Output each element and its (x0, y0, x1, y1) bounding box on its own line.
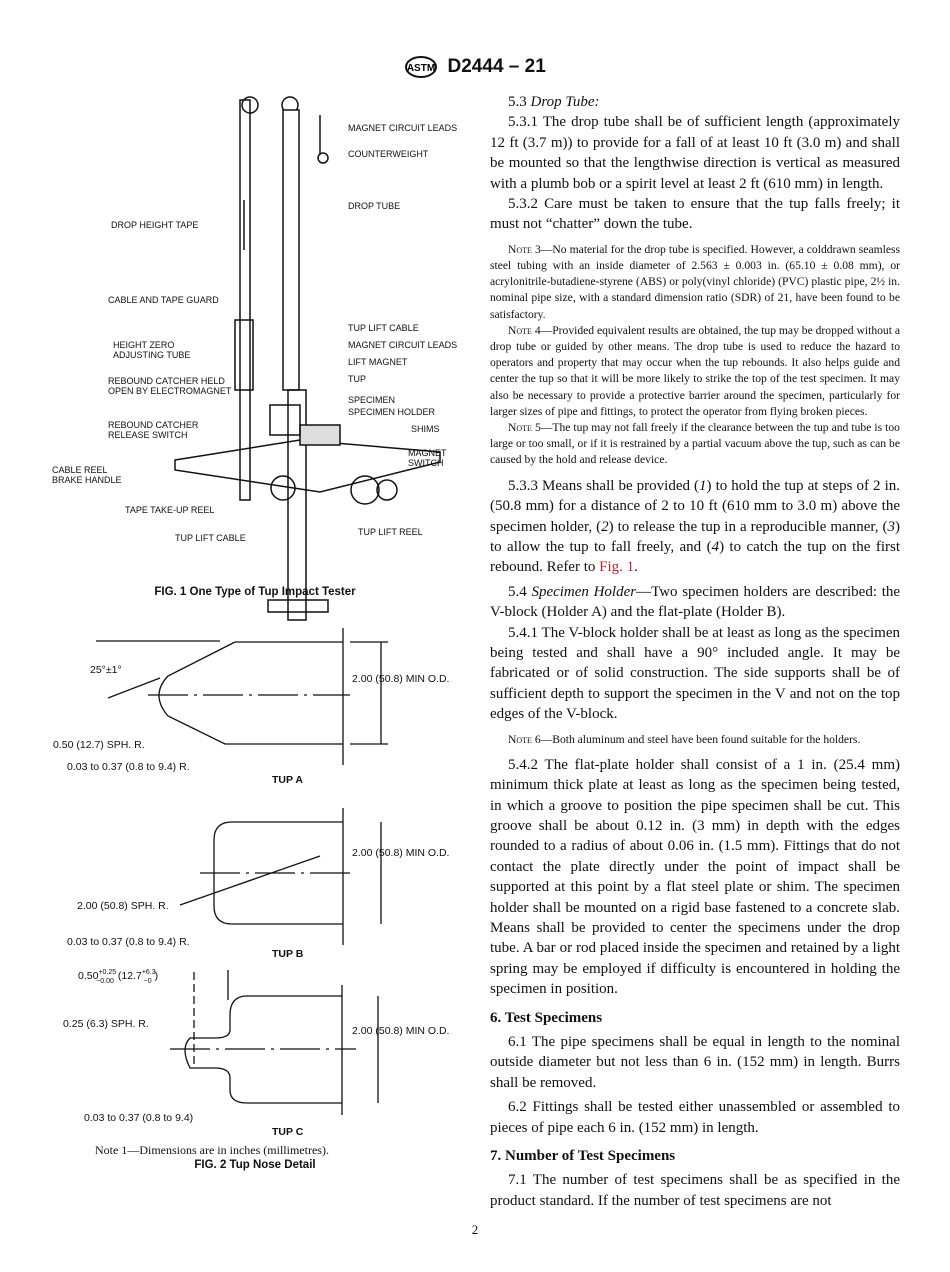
heading-7: 7. Number of Test Specimens (490, 1148, 676, 1165)
label: TUP LIFT REEL (358, 527, 423, 537)
label: SWITCH (408, 458, 444, 468)
note-6: Note 6—Both aluminum and steel have been… (508, 732, 861, 746)
label: ADJUSTING TUBE (113, 350, 190, 360)
tup-a-sph: 0.50 (12.7) SPH. R. (53, 739, 145, 751)
label: REBOUND CATCHER (108, 420, 199, 430)
tup-b-od: 2.00 (50.8) MIN O.D. (352, 847, 449, 859)
section-5-4-1: 5.4.1 The V-block holder shall be at lea… (490, 624, 900, 723)
label: SHIMS (411, 424, 440, 434)
tup-c-length: 0.50+0.25−0.00(12.7+6.3−0) (78, 969, 158, 985)
figure-1-caption: FIG. 1 One Type of Tup Impact Tester (154, 586, 356, 598)
tup-c-od: 2.00 (50.8) MIN O.D. (352, 1025, 449, 1037)
label: LIFT MAGNET (348, 357, 408, 367)
label: TUP LIFT CABLE (348, 323, 419, 333)
note-3: Note 3—No material for the drop tube is … (490, 242, 901, 321)
tup-b-drawing (179, 808, 382, 945)
section-5-4-2: 5.4.2 The flat-plate holder shall consis… (490, 756, 900, 998)
tup-a-name: TUP A (272, 774, 303, 786)
label: REBOUND CATCHER HELD (108, 376, 225, 386)
svg-text:ASTM: ASTM (407, 63, 435, 74)
tup-c-drawing (170, 970, 379, 1115)
label: DROP HEIGHT TAPE (111, 220, 198, 230)
tup-b-sph: 2.00 (50.8) SPH. R. (77, 900, 169, 912)
section-6-1: 6.1 The pipe specimens shall be equal in… (490, 1034, 900, 1091)
astm-logo: ASTM (405, 56, 438, 78)
heading-6: 6. Test Specimens (490, 1009, 603, 1026)
figure-2-note: Note 1—Dimensions are in inches (millime… (95, 1143, 329, 1157)
section-5-3: 5.3 Drop Tube: (508, 94, 600, 110)
label: COUNTERWEIGHT (348, 149, 429, 159)
label: CABLE REEL (52, 465, 108, 475)
label: MAGNET CIRCUIT LEADS (348, 340, 457, 350)
label: MAGNET (408, 448, 447, 458)
tup-b-radius: 0.03 to 0.37 (0.8 to 9.4) R. (67, 936, 190, 948)
note-4: Note 4—Provided equivalent results are o… (490, 323, 900, 418)
section-5-3-2: 5.3.2 Care must be taken to ensure that … (490, 196, 900, 233)
figure-2-caption: FIG. 2 Tup Nose Detail (194, 1159, 316, 1171)
tup-a-od: 2.00 (50.8) MIN O.D. (352, 673, 449, 685)
tup-a-drawing (96, 628, 388, 765)
tup-c-radius: 0.03 to 0.37 (0.8 to 9.4) (84, 1112, 193, 1124)
tup-b-name: TUP B (272, 948, 304, 960)
label: TAPE TAKE-UP REEL (125, 505, 214, 515)
label: TUP LIFT CABLE (175, 533, 246, 543)
page-number: 2 (471, 1222, 479, 1237)
figure-1-labels: MAGNET CIRCUIT LEADS COUNTERWEIGHT DROP … (52, 123, 457, 543)
label: TUP (348, 374, 366, 384)
section-7-1: 7.1 The number of test specimens shall b… (490, 1172, 900, 1209)
figure-1-drawing (174, 96, 441, 621)
section-5-4: 5.4 Specimen Holder—Two specimen holders… (490, 583, 901, 621)
fig-1-link[interactable]: Fig. 1 (599, 559, 635, 576)
label: RELEASE SWITCH (108, 430, 188, 440)
label: CABLE AND TAPE GUARD (108, 295, 219, 305)
label: MAGNET CIRCUIT LEADS (348, 123, 457, 133)
right-column: 5.3 Drop Tube: 5.3.1 The drop tube shall… (490, 92, 900, 1211)
label: HEIGHT ZERO (113, 340, 174, 350)
tup-a-radius: 0.03 to 0.37 (0.8 to 9.4) R. (67, 761, 190, 773)
tup-c-sph: 0.25 (6.3) SPH. R. (63, 1018, 149, 1030)
note-5: Note 5—The tup may not fall freely if th… (490, 421, 900, 467)
label: SPECIMEN (348, 395, 395, 405)
figures: MAGNET CIRCUIT LEADS COUNTERWEIGHT DROP … (52, 96, 457, 1138)
tup-a-angle: 25°±1° (90, 664, 122, 676)
section-6-2: 6.2 Fittings shall be tested either unas… (490, 1099, 900, 1136)
tup-c-name: TUP C (272, 1126, 304, 1138)
page-header: ASTM D2444 – 21 (0, 56, 950, 78)
label: DROP TUBE (348, 201, 400, 211)
label: OPEN BY ELECTROMAGNET (108, 386, 232, 396)
label: BRAKE HANDLE (52, 475, 122, 485)
designation: D2444 – 21 (447, 56, 546, 78)
section-5-3-3: 5.3.3 Means shall be provided (1) to hol… (490, 477, 901, 576)
label: SPECIMEN HOLDER (348, 407, 436, 417)
section-5-3-1: 5.3.1 The drop tube shall be of sufficie… (490, 114, 900, 192)
